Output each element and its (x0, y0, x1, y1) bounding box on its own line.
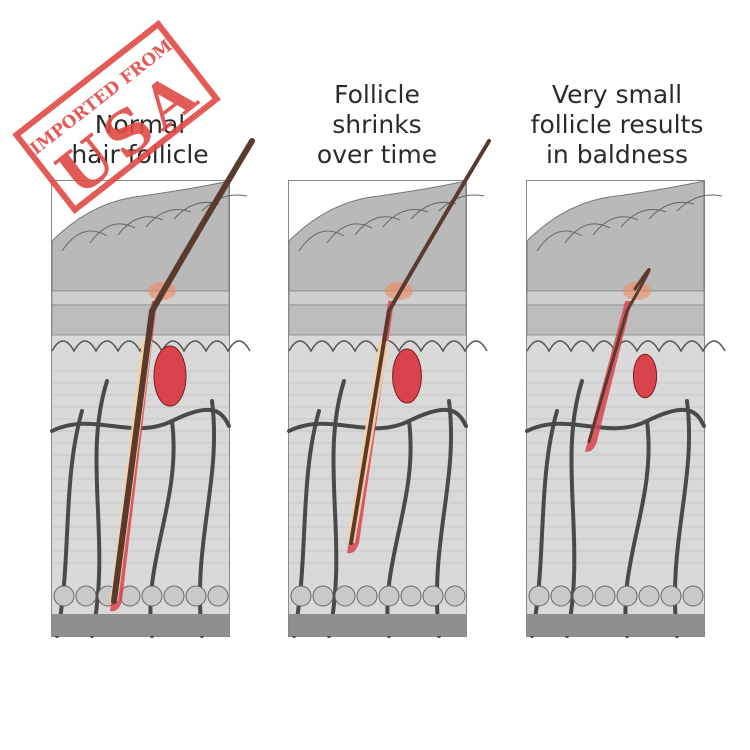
blood-vessel (623, 419, 651, 638)
blood-vessel (148, 419, 176, 638)
caption-normal: Normal hair follicle (50, 110, 230, 170)
fat-cell (53, 585, 75, 607)
caption-line: over time (316, 140, 438, 169)
papillae-line (526, 340, 726, 353)
caption-line: shrinks (332, 110, 422, 139)
epidermis-surface (526, 180, 705, 292)
subcutis-layer (289, 614, 466, 636)
blood-vessel (50, 407, 231, 433)
stratum-band (51, 290, 230, 306)
sebaceous-gland (392, 348, 422, 404)
subcutis-layer (527, 614, 704, 636)
fat-cell (163, 585, 185, 607)
skin-crease (145, 209, 192, 228)
skin-crease (620, 209, 667, 228)
stratum-band (51, 304, 230, 336)
fat-cell (594, 585, 616, 607)
stratum-band (288, 290, 467, 306)
fat-cell (528, 585, 550, 607)
blood-vessel (90, 379, 109, 638)
fat-cell (185, 585, 207, 607)
panel-normal-follicle (50, 138, 255, 638)
fat-cell (312, 585, 334, 607)
imported-from-usa-stamp: IMPORTED FROM USA (12, 19, 221, 215)
skin-crease (438, 194, 485, 212)
sebaceous-gland (153, 345, 187, 407)
fat-cell (660, 585, 682, 607)
blood-vessel (525, 407, 706, 433)
skin-crease (89, 223, 136, 244)
fat-cell (572, 585, 594, 607)
blood-vessel (327, 379, 346, 638)
caption-line: Very small (551, 80, 683, 109)
caption-shrinks: Follicle shrinks over time (287, 80, 467, 170)
skin-crease (201, 194, 248, 212)
follicle-illustration-normal (50, 138, 255, 638)
skin-crease (536, 230, 583, 252)
fat-cell (682, 585, 704, 607)
fat-cell (290, 585, 312, 607)
skin-crease (298, 230, 345, 252)
hair-shaft (349, 139, 491, 545)
blood-vessel (292, 409, 321, 638)
panel-shrinking-follicle (287, 139, 491, 638)
stratum-band (288, 304, 467, 336)
fat-cell (444, 585, 466, 607)
fat-cell (550, 585, 572, 607)
fat-cell (638, 585, 660, 607)
epidermis-surface (288, 180, 467, 292)
skin-crease (382, 209, 429, 228)
epidermis-surface (51, 180, 230, 292)
skin-crease (648, 201, 695, 220)
follicle-illustration-bald (525, 180, 726, 638)
stratum-band (526, 290, 705, 306)
hair-shaft (111, 138, 255, 604)
blood-vessel (385, 419, 413, 638)
skin-crease (354, 216, 401, 236)
subcutis-layer (52, 614, 229, 636)
caption-baldness: Very small follicle results in baldness (522, 80, 712, 170)
caption-line: in baldness (545, 140, 689, 169)
dermis-layer (52, 291, 229, 636)
fat-cell (75, 585, 97, 607)
caption-line: Follicle (334, 80, 420, 109)
skin-crease (326, 223, 373, 244)
panel-bald-follicle (525, 180, 726, 638)
fat-cell (141, 585, 163, 607)
stratum-band (526, 304, 705, 336)
skin-crease (61, 230, 108, 252)
blood-vessel (287, 407, 468, 433)
caption-line: follicle results (530, 110, 704, 139)
skin-crease (676, 194, 723, 212)
fat-cell (207, 585, 229, 607)
blood-vessel (565, 379, 584, 638)
hair-shaft (587, 268, 651, 443)
dermis-layer (289, 291, 466, 636)
stamp-border (12, 19, 221, 215)
skin-crease (117, 216, 164, 236)
blood-vessel (530, 409, 559, 638)
fat-cell (378, 585, 400, 607)
fat-cell (356, 585, 378, 607)
fat-cell (616, 585, 638, 607)
fat-cell (334, 585, 356, 607)
blood-vessel (55, 409, 84, 638)
fat-cell (400, 585, 422, 607)
fat-cell (422, 585, 444, 607)
follicle-illustration-shrinking (287, 139, 491, 638)
skin-crease (564, 223, 611, 244)
caption-line: hair follicle (71, 140, 209, 169)
skin-crease (592, 216, 639, 236)
sebaceous-gland (632, 353, 658, 399)
